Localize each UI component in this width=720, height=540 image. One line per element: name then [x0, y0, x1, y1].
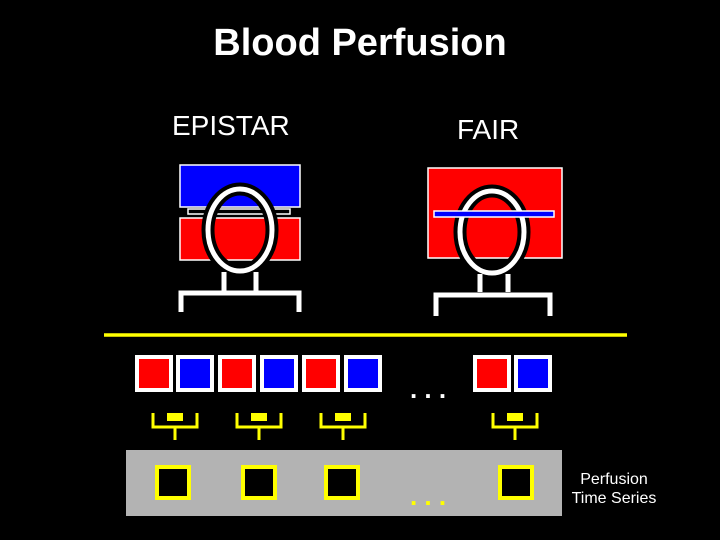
subtraction-connector	[491, 413, 539, 440]
fair-stand	[433, 274, 553, 316]
control-image	[344, 355, 382, 392]
perfusion-time-series-label: Perfusion Time Series	[562, 470, 666, 508]
tag-image	[302, 355, 340, 392]
perfusion-frame	[498, 465, 534, 500]
series-ellipsis: . . .	[410, 481, 446, 511]
perfusion-frames	[155, 465, 534, 500]
epistar-stand	[178, 272, 302, 312]
epistar-scheme	[178, 164, 302, 312]
epistar-label: EPISTAR	[172, 110, 290, 141]
perfusion-label-line: Perfusion	[580, 471, 648, 488]
time-series-label-line: Time Series	[571, 490, 657, 507]
subtraction-connectors	[151, 413, 539, 440]
subtraction-connector	[319, 413, 367, 440]
tag-image	[218, 355, 256, 392]
subtraction-connector	[235, 413, 283, 440]
perfusion-frame	[324, 465, 360, 500]
control-image	[260, 355, 298, 392]
sequence-ellipsis: . . .	[410, 374, 446, 404]
epistar-control-slab	[179, 217, 301, 261]
perfusion-frame	[241, 465, 277, 500]
fair-selective-slice	[433, 210, 555, 218]
epistar-label-slab	[179, 164, 301, 208]
control-image	[514, 355, 552, 392]
control-image	[176, 355, 214, 392]
fair-label: FAIR	[457, 114, 520, 145]
perfusion-frame	[155, 465, 191, 500]
fair-scheme	[427, 167, 563, 316]
subtraction-connector	[151, 413, 199, 440]
image-sequence	[135, 355, 552, 392]
epistar-imaging-slice	[187, 208, 291, 215]
tag-image	[473, 355, 511, 392]
tag-image	[135, 355, 173, 392]
page-title: Blood Perfusion	[213, 22, 507, 64]
